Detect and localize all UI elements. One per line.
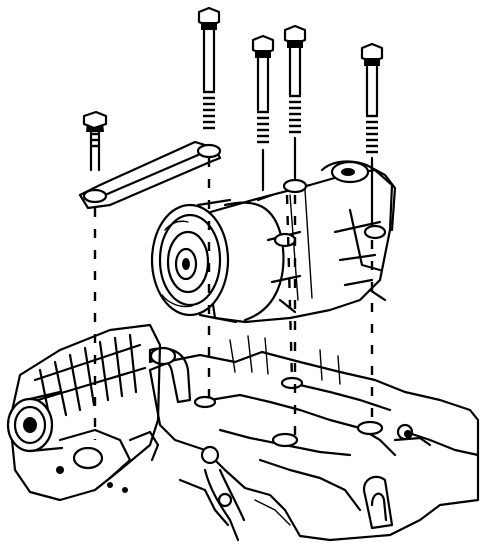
bolt-mid-3 <box>283 24 307 436</box>
bolt-right-4 <box>360 42 384 425</box>
engine-mount <box>148 335 480 542</box>
bolt-long-1 <box>197 6 221 400</box>
ac-compressor <box>150 160 397 324</box>
bracket-hole-right <box>196 143 222 159</box>
bolt-mid-2 <box>251 34 294 381</box>
bracket-hole-left <box>82 188 108 204</box>
generator <box>6 323 162 502</box>
brace-bracket <box>78 140 222 210</box>
bolt-short-left <box>82 110 108 440</box>
